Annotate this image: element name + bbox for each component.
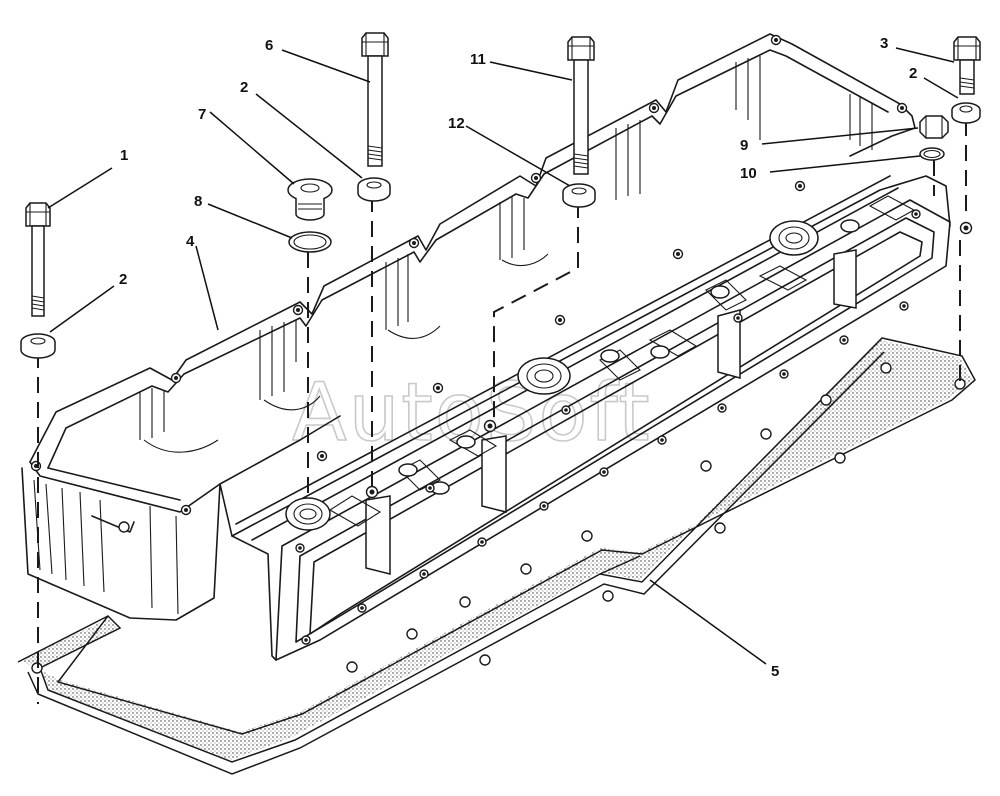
o-ring-8	[288, 231, 332, 253]
callout-11: 11	[470, 51, 486, 68]
cover-bolt-holes	[30, 34, 973, 645]
callout-4: 4	[186, 233, 195, 250]
callout-9: 9	[740, 137, 748, 154]
washer-2-left	[20, 333, 56, 359]
callout-8: 8	[194, 193, 202, 210]
cover-internal-bosses	[328, 195, 916, 575]
callout-leaders	[47, 47, 959, 665]
gasket-bolt-holes	[31, 362, 966, 674]
bolt-1	[25, 202, 51, 317]
plug-9	[919, 115, 949, 139]
gasket	[17, 337, 976, 775]
injector-port-center	[517, 357, 571, 395]
callout-labels: 1 2 2 2 3 4 5 6 7 8 9 10 11 12	[119, 35, 917, 680]
callout-7: 7	[198, 106, 206, 123]
callout-12: 12	[448, 115, 465, 132]
o-ring-10	[919, 147, 945, 161]
washer-12	[562, 183, 596, 208]
callout-2-center: 2	[240, 79, 248, 96]
callout-6: 6	[265, 37, 273, 54]
bolt-11	[567, 36, 595, 175]
plug-7	[287, 178, 333, 221]
callout-5: 5	[771, 663, 779, 680]
bolt-3	[953, 36, 981, 95]
callout-1: 1	[120, 147, 128, 164]
washer-2-right	[951, 102, 981, 124]
callout-10: 10	[740, 165, 757, 182]
callout-2-right: 2	[909, 65, 917, 82]
callout-3: 3	[880, 35, 888, 52]
injector-port-left	[285, 497, 331, 531]
callout-2-left: 2	[119, 271, 127, 288]
cover-inner-ribs	[139, 56, 873, 453]
washer-2-center	[357, 177, 391, 202]
assembly-center-lines	[37, 120, 967, 704]
valve-cover	[21, 33, 973, 661]
injector-port-right	[769, 220, 819, 256]
bolt-6	[361, 32, 389, 167]
